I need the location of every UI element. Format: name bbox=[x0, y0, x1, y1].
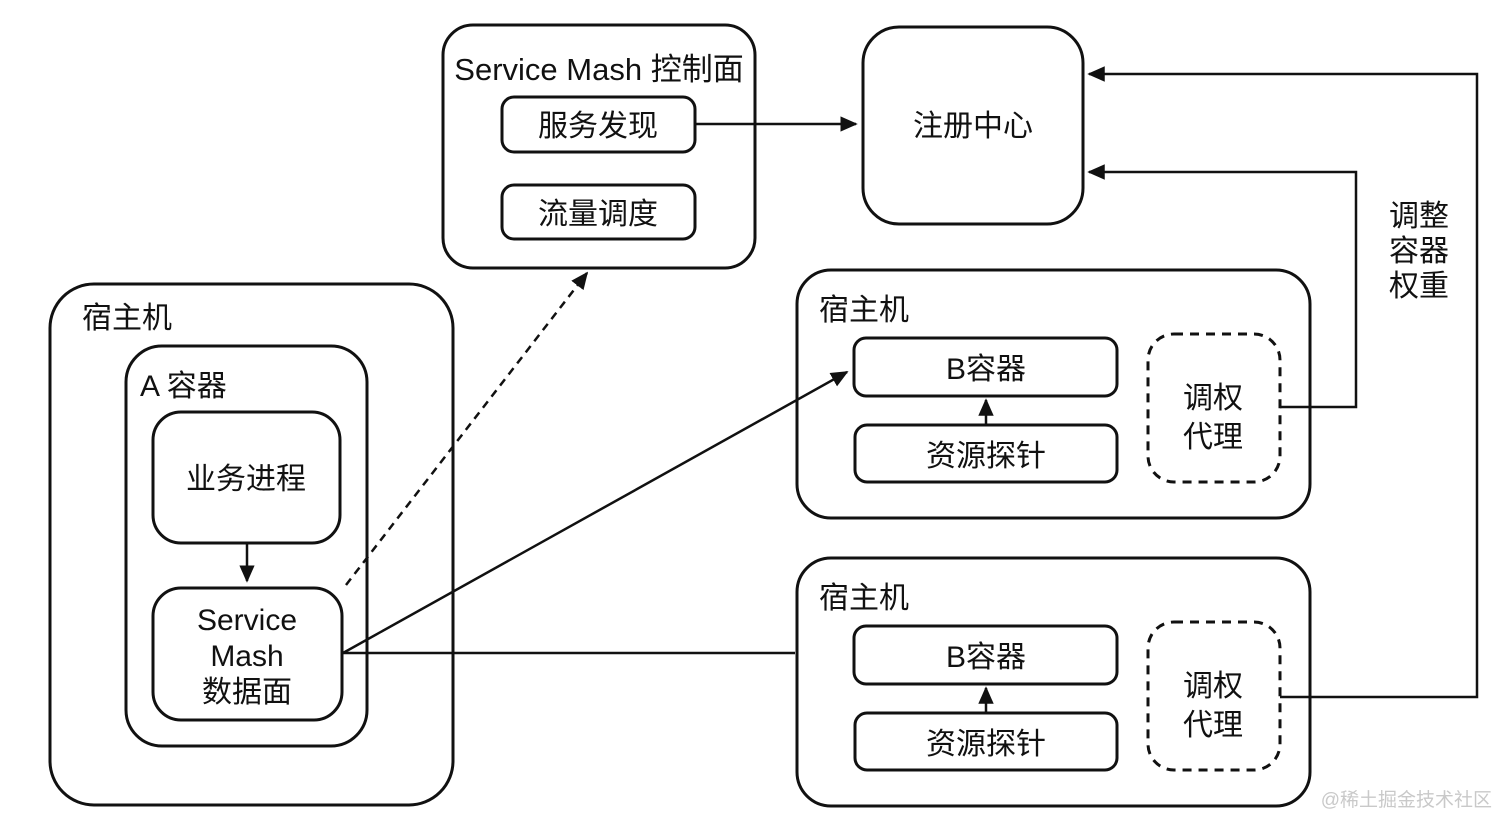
weight-agent-top-label-line-2: 代理 bbox=[1183, 421, 1243, 454]
annotation-adjust-weight-line-3: 权重 bbox=[1389, 270, 1449, 303]
annotation-adjust-weight-line-2: 容器 bbox=[1389, 235, 1449, 268]
weight-agent-top-label-line-1: 调权 bbox=[1183, 382, 1243, 415]
edge-data-plane-to-control-plane-dashed bbox=[345, 271, 589, 586]
traffic-scheduling-box bbox=[500, 183, 697, 241]
b-container-top-box bbox=[852, 336, 1119, 398]
control-plane-title: Service Mash 控制面 bbox=[454, 52, 743, 87]
registry-label: 注册中心 bbox=[913, 110, 1033, 143]
b-container-top-label: B容器 bbox=[946, 353, 1026, 386]
data-plane-box bbox=[151, 586, 344, 722]
resource-probe-bottom-label: 资源探针 bbox=[926, 728, 1046, 761]
container-a-label: A 容器 bbox=[140, 370, 227, 403]
edge-weight-agent-top-to-registry bbox=[1087, 164, 1358, 409]
resource-probe-top-label: 资源探针 bbox=[926, 440, 1046, 473]
traffic-scheduling-label: 流量调度 bbox=[538, 198, 658, 231]
data-plane-label-line-2: Mash bbox=[210, 640, 283, 673]
edge-weight-agent-bottom-to-registry bbox=[1087, 66, 1479, 699]
watermark-text: @稀土掘金技术社区 bbox=[1321, 789, 1492, 811]
annotation-adjust-weight-line-1: 调整 bbox=[1389, 200, 1449, 233]
host-a-label: 宿主机 bbox=[82, 302, 172, 335]
weight-agent-bottom-label-line-1: 调权 bbox=[1183, 670, 1243, 703]
b-container-bottom-label: B容器 bbox=[946, 641, 1026, 674]
host-b-bottom-label: 宿主机 bbox=[819, 582, 909, 615]
registry-box bbox=[861, 25, 1085, 226]
service-discovery-label: 服务发现 bbox=[538, 110, 658, 143]
data-plane-label-line-1: Service bbox=[197, 604, 297, 637]
edge-data-plane-to-b-container-top bbox=[342, 370, 849, 655]
business-process-label: 业务进程 bbox=[186, 463, 306, 496]
b-container-bottom-box bbox=[852, 624, 1119, 686]
weight-agent-bottom-label-line-2: 代理 bbox=[1183, 709, 1243, 742]
data-plane-label-line-3: 数据面 bbox=[202, 676, 292, 709]
host-b-top-label: 宿主机 bbox=[819, 294, 909, 327]
